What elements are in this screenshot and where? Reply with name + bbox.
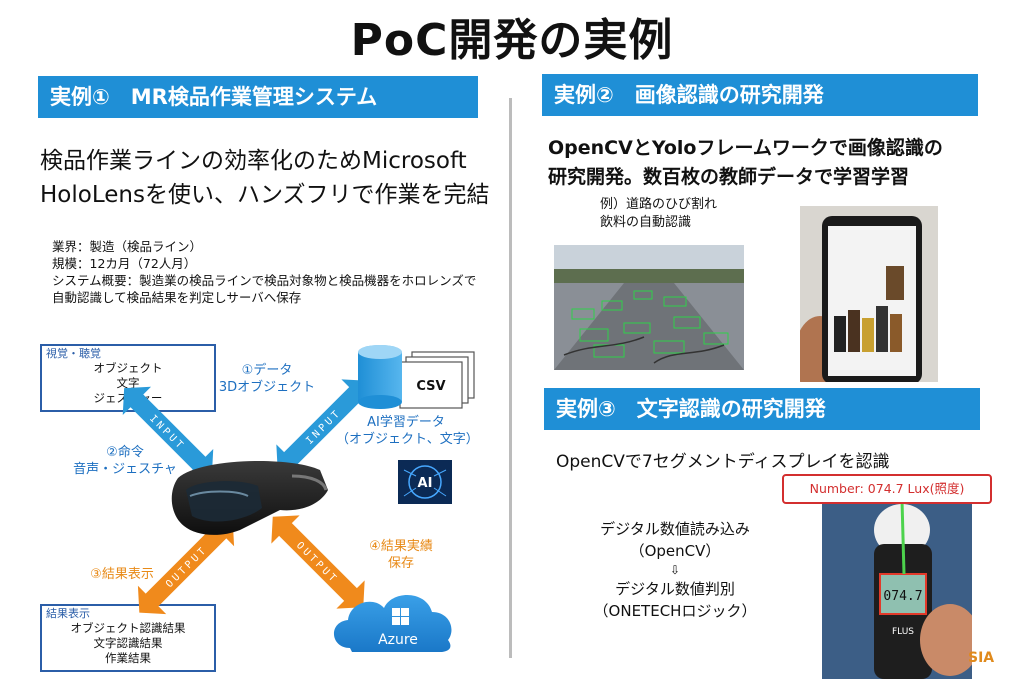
case2-example: 例）道路のひび割れ 飲料の自動認識 <box>600 196 800 232</box>
case1-banner-text: 実例① MR検品作業管理システム <box>50 85 378 109</box>
step-judge-tool: （ONETECHロジック） <box>593 602 757 620</box>
hololens-flow-diagram: INPUT INPUT OUTPUT OUTPUT CSV AI <box>122 345 475 652</box>
label-save: ④結果実績 保存 <box>356 538 446 572</box>
case1-lead-line1: 検品作業ラインの効率化のためMicrosoft <box>40 148 467 174</box>
detail-industry: 業界：製造（検品ライン） <box>52 239 203 254</box>
azure-cloud-icon: Azure <box>333 594 452 652</box>
lux-meter-brand: FLUS <box>892 627 914 637</box>
result-line-text: 文字認識結果 <box>93 636 163 650</box>
label-data-3d: ①データ 3Dオブジェクト <box>212 362 322 396</box>
label-command: ②命令 音声・ジェスチャ <box>60 444 190 478</box>
ai-chip-icon: AI <box>398 460 452 504</box>
case2-lead: OpenCVとYoloフレームワークで画像認識の 研究開発。数百枚の教師データで… <box>548 134 1018 192</box>
case1-lead-line2: HoloLensを使い、ハンズフリで作業を完結 <box>40 182 490 208</box>
perception-heading: 視覚・聴覚 <box>46 347 101 360</box>
azure-label: Azure <box>378 632 418 648</box>
case3-banner: 実例③ 文字認識の研究開発 <box>544 388 980 430</box>
output-arrow-lower-right-label: OUTPUT <box>294 540 340 586</box>
case1-lead: 検品作業ラインの効率化のためMicrosoft HoloLensを使い、ハンズフ… <box>40 144 510 212</box>
windows-logo-icon <box>392 608 409 625</box>
label-ai-data: AI学習データ （オブジェクト、文字） <box>336 414 479 448</box>
road-crack-photo <box>554 245 744 370</box>
label-result-display-text: ③結果表示 <box>90 567 154 582</box>
lux-meter-display: 074.7 <box>883 589 922 604</box>
case2-banner-text: 実例② 画像認識の研究開発 <box>554 83 824 107</box>
detail-overview-cont: 自動認識して検品結果を判定しサーバへ保存 <box>52 290 302 305</box>
label-ai-data-line1: AI学習データ <box>367 415 445 430</box>
result-heading: 結果表示 <box>46 607 90 620</box>
case3-banner-text: 実例③ 文字認識の研究開発 <box>556 397 826 421</box>
step-arrow-down: ⇩ <box>669 563 681 577</box>
case2-example-drink: 飲料の自動認識 <box>600 215 692 230</box>
label-ai-data-line2: （オブジェクト、文字） <box>336 432 479 447</box>
corner-logo: SIA <box>968 650 995 666</box>
hololens-headset-image <box>171 460 328 535</box>
label-data-line2: 3Dオブジェクト <box>218 380 316 395</box>
page-title: PoC開発の実例 <box>350 15 674 66</box>
csv-label: CSV <box>416 379 445 394</box>
label-command-line1: ②命令 <box>106 445 144 460</box>
label-data-line1: ①データ <box>241 363 293 378</box>
label-result-display: ③結果表示 <box>72 566 172 583</box>
step-read: デジタル数値読み込み <box>600 520 750 538</box>
lux-readout-box: Number: 074.7 Lux(照度) <box>782 474 992 504</box>
detail-scale: 規模：12カ月（72人月） <box>52 256 197 271</box>
step-read-tool: （OpenCV） <box>629 542 721 560</box>
case3-lead: OpenCVで7セグメントディスプレイを認識 <box>556 452 890 472</box>
label-save-line1: ④結果実績 <box>369 539 433 554</box>
label-command-line2: 音声・ジェスチャ <box>73 462 177 477</box>
ai-chip-label: AI <box>418 476 433 491</box>
case2-lead-line1: OpenCVとYoloフレームワークで画像認識の <box>548 137 943 159</box>
case1-banner: 実例① MR検品作業管理システム <box>38 76 478 118</box>
lux-meter-photo: 074.7 FLUS <box>822 500 972 679</box>
lux-readout-text: Number: 074.7 Lux(照度) <box>809 481 965 496</box>
case3-steps: デジタル数値読み込み （OpenCV） ⇩ デジタル数値判別 （ONETECHロ… <box>560 518 790 622</box>
perception-line-text: 文字 <box>116 376 140 390</box>
case2-banner: 実例② 画像認識の研究開発 <box>542 74 978 116</box>
phone-drink-recognition-photo <box>800 206 938 382</box>
detail-overview: システム概要：製造業の検品ラインで検品対象物と検品機器をホロレンズで <box>52 273 477 288</box>
case2-example-road: 例）道路のひび割れ <box>600 197 718 212</box>
label-save-line2: 保存 <box>387 556 414 571</box>
column-divider <box>509 98 512 658</box>
step-judge: デジタル数値判別 <box>615 580 735 598</box>
csv-data-icon: CSV <box>358 345 475 409</box>
case1-details: 業界：製造（検品ライン） 規模：12カ月（72人月） システム概要：製造業の検品… <box>52 238 507 306</box>
case2-lead-line2: 研究開発。数百枚の教師データで学習学習 <box>548 166 910 188</box>
result-box: 結果表示 オブジェクト認識結果 文字認識結果 作業結果 <box>40 604 216 672</box>
perception-line-object: オブジェクト <box>93 361 163 375</box>
result-line-object: オブジェクト認識結果 <box>70 621 186 635</box>
result-line-work: 作業結果 <box>105 651 151 665</box>
